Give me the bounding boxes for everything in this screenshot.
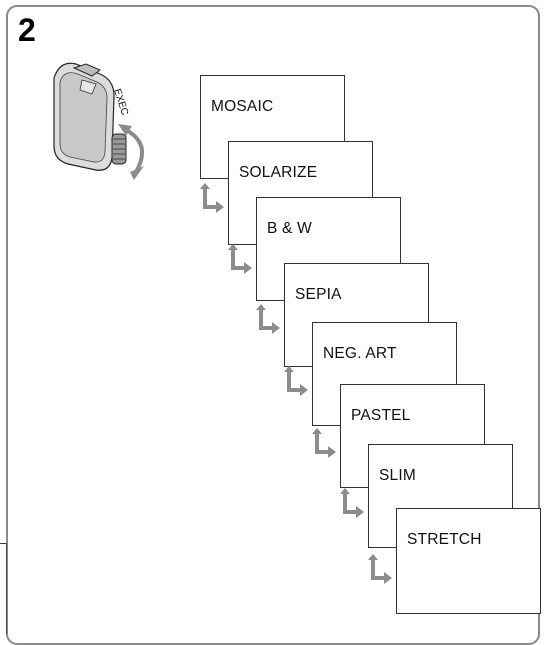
return-arrow-icon: [256, 304, 280, 334]
divider-line: [0, 543, 7, 544]
return-arrow-icon: [284, 366, 308, 396]
divider-line: [6, 543, 7, 634]
return-arrow-icon: [312, 428, 336, 458]
effect-screen-stretch: STRETCH: [396, 508, 541, 614]
return-arrow-icon: [228, 244, 252, 274]
effect-label: SEPIA: [295, 286, 342, 303]
effect-label: SLIM: [379, 467, 416, 484]
return-arrow-icon: [340, 488, 364, 518]
effect-label: PASTEL: [351, 407, 411, 424]
effect-label: NEG. ART: [323, 345, 397, 362]
return-arrow-icon: [200, 183, 224, 213]
return-arrow-icon: [368, 554, 392, 584]
control-dial-icon: EXEC: [53, 62, 145, 180]
step-number: 2: [18, 12, 36, 48]
effect-label: MOSAIC: [211, 98, 274, 115]
effect-label: B & W: [267, 220, 312, 237]
effect-label: STRETCH: [407, 531, 482, 548]
effect-label: SOLARIZE: [239, 164, 318, 181]
